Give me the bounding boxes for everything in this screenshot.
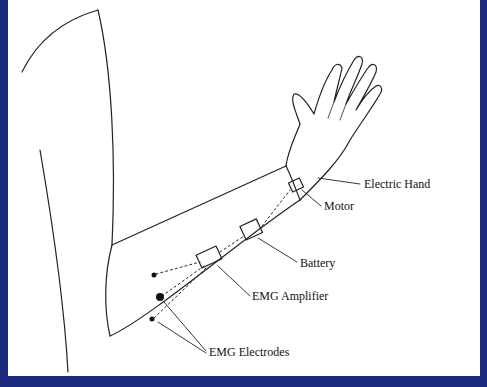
emg-electrode [152, 273, 157, 278]
part-label: EMG Electrodes [209, 345, 289, 359]
emg-amplifier [196, 246, 222, 268]
forearm-bottom [110, 200, 300, 336]
part-label: EMG Amplifier [252, 289, 328, 303]
leader-line [318, 178, 360, 184]
forearm-top [112, 166, 286, 245]
part-label: Motor [324, 199, 354, 213]
finger-lines [328, 102, 346, 120]
part-label: Battery [300, 256, 335, 270]
shoulder-outline [22, 10, 98, 72]
emg-electrode [156, 293, 164, 301]
body-outline [40, 150, 68, 372]
socket-end [106, 245, 112, 336]
part-label: Electric Hand [364, 177, 430, 191]
leader-line [218, 266, 250, 296]
battery [240, 219, 263, 240]
emg-electrode [150, 317, 155, 322]
leader-line [302, 190, 321, 206]
upper-arm-outline [98, 10, 113, 245]
motor [288, 178, 303, 192]
leader-line [158, 302, 206, 353]
leader-line [258, 238, 297, 262]
